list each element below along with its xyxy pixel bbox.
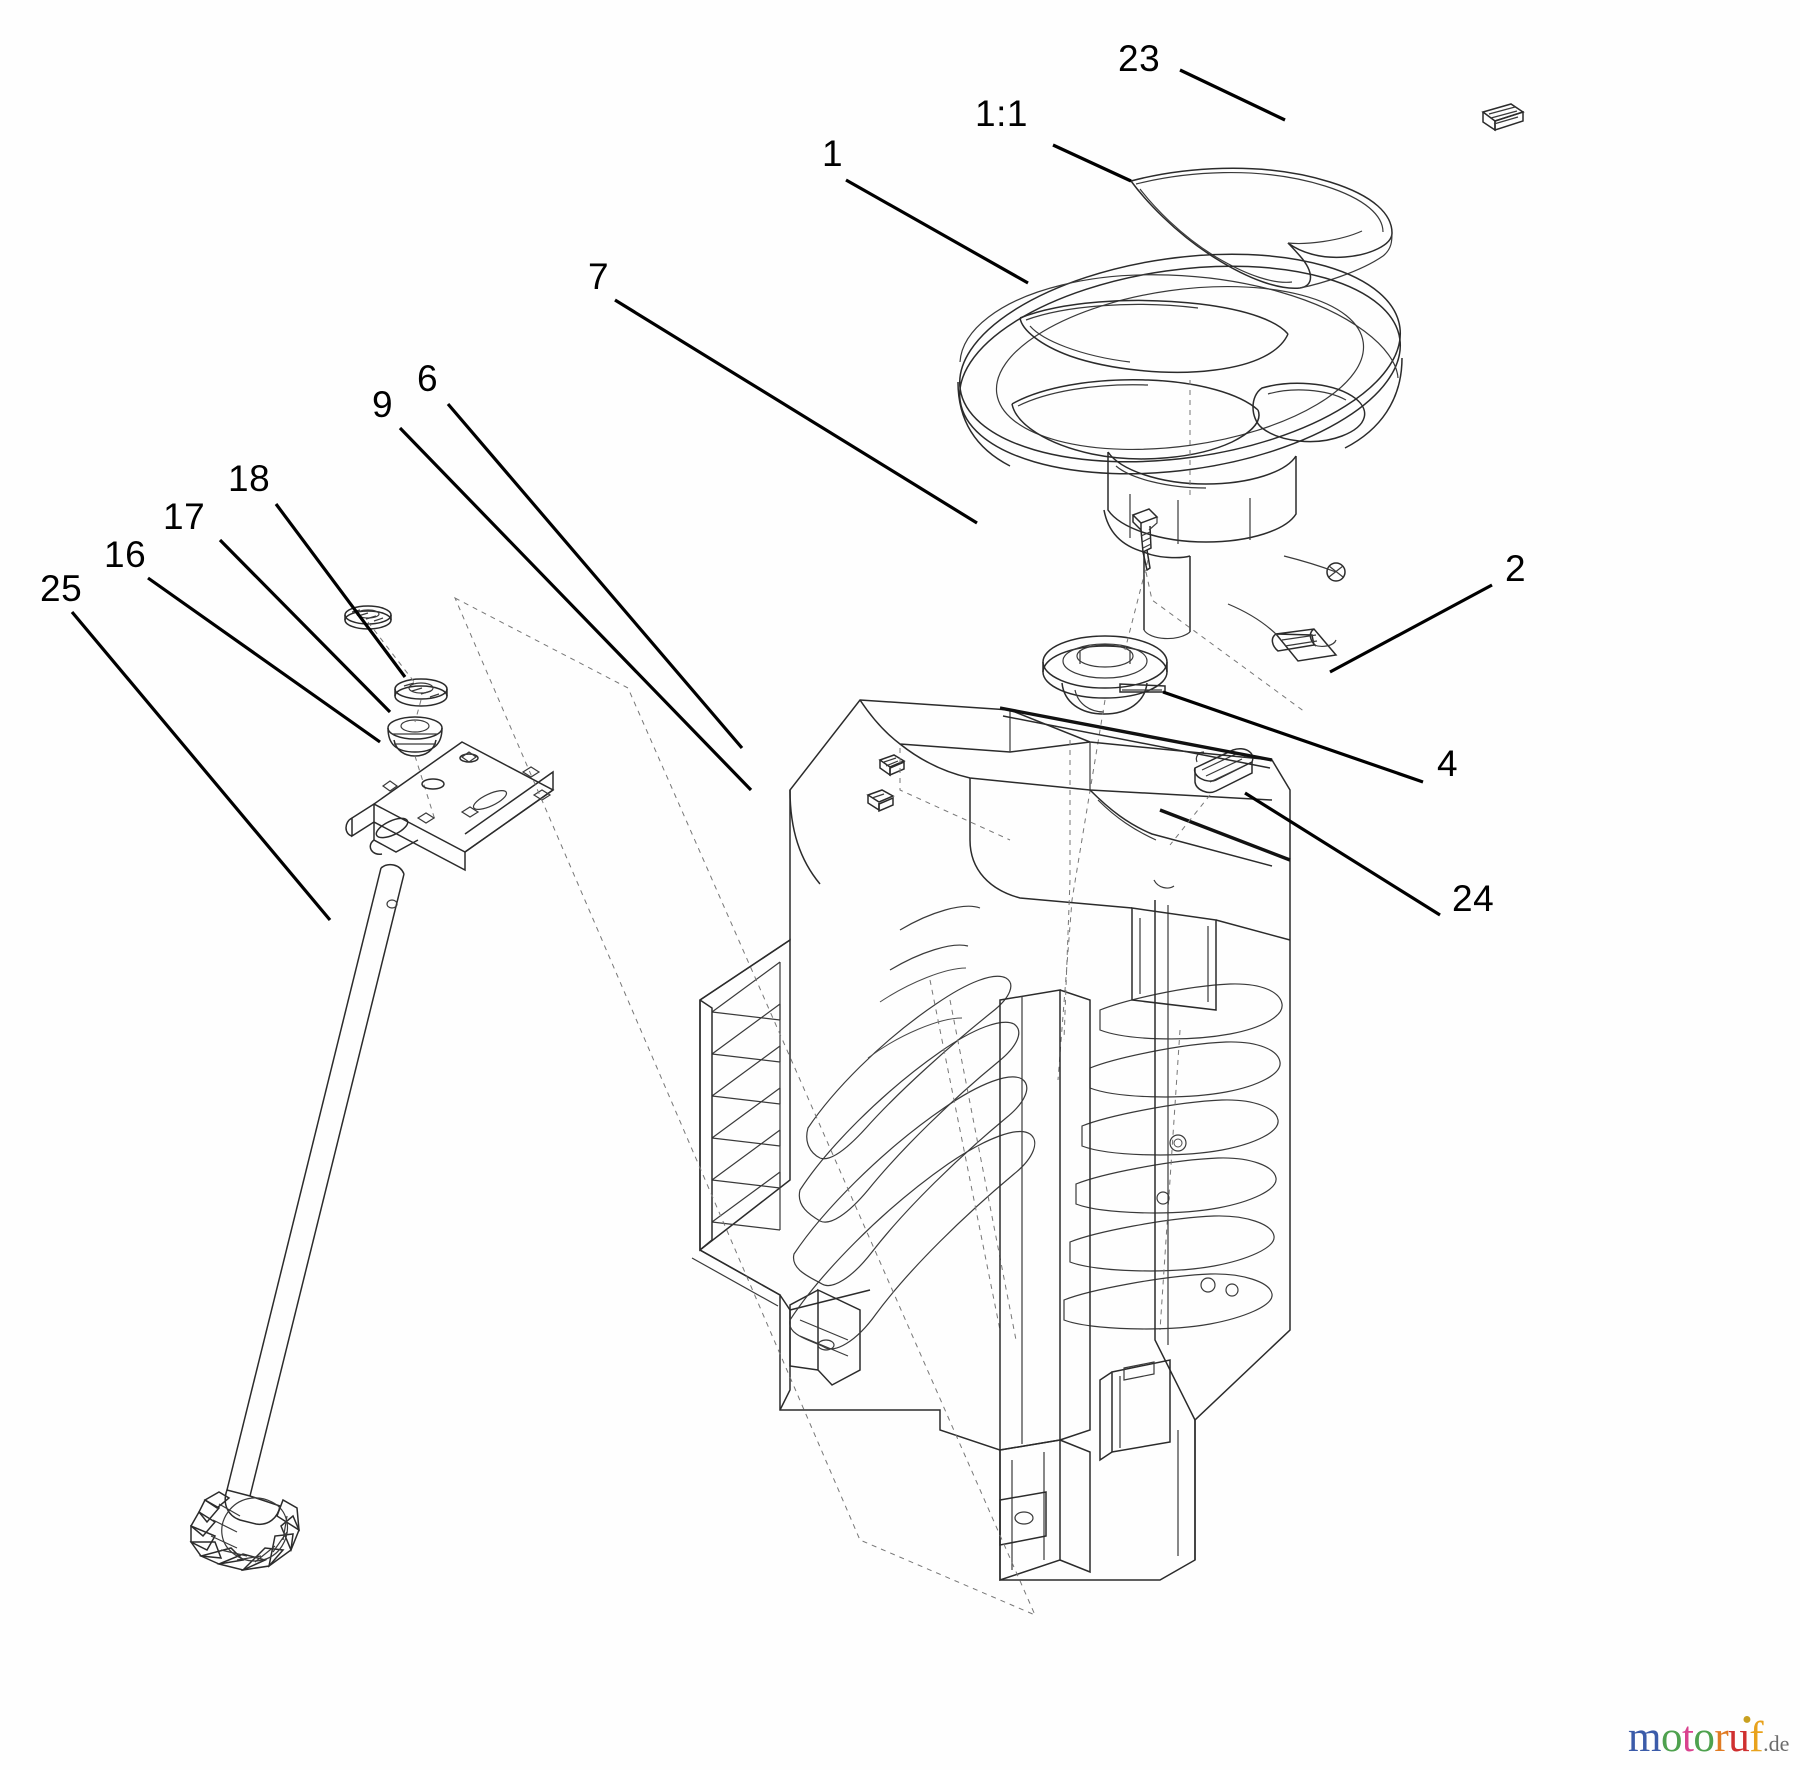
- watermark-suffix: .de: [1763, 1731, 1790, 1756]
- console-left-foot: [789, 1288, 861, 1386]
- screw-assembly-path: [1145, 571, 1306, 713]
- console-screw-bosses: [1153, 879, 1239, 1297]
- leader-2: [1329, 583, 1493, 674]
- callout-leader-lines: [70, 68, 1493, 922]
- motoruf-watermark: motoruf.de ●: [1628, 1712, 1790, 1761]
- console-texture-dots: [929, 979, 1181, 1341]
- centerline-lower: [1057, 699, 1106, 1081]
- leader-4: [1162, 690, 1424, 784]
- watermark-letter-t: t: [1681, 1714, 1694, 1761]
- callout-label-1: 1: [822, 133, 844, 174]
- console-hidden-axis: [1063, 740, 1071, 1041]
- part-23-clip: [1481, 103, 1525, 132]
- leader-7: [614, 298, 978, 525]
- watermark-letter-f: f: [1749, 1714, 1764, 1761]
- fastener-assembly-path: [899, 748, 1011, 841]
- leader-1: [845, 178, 1029, 285]
- part-1-steering-wheel: [957, 253, 1403, 544]
- callout-label-24: 24: [1452, 878, 1495, 919]
- callout-label-6: 6: [417, 358, 439, 399]
- reference-phantom-outline: [453, 596, 1036, 1616]
- part-2-roll-pin: [1227, 603, 1338, 662]
- leader-1-1: [1052, 143, 1132, 183]
- leader-25: [70, 610, 332, 922]
- part-7-screw: [1131, 508, 1159, 572]
- part-25-steering-shaft: [189, 863, 405, 1572]
- watermark-letter-u: u: [1728, 1714, 1750, 1761]
- callout-label-17: 17: [163, 496, 206, 537]
- console-mid-bracket: [1099, 1359, 1171, 1462]
- watermark-letter-r: r: [1714, 1714, 1729, 1761]
- part-6-nut: [878, 754, 906, 777]
- steering-mount-bracket: [345, 741, 555, 872]
- callout-label-2: 2: [1505, 548, 1527, 589]
- part-17-washer: [394, 678, 448, 707]
- console-left-louvers: [699, 938, 791, 1252]
- callout-label-9: 9: [372, 384, 394, 425]
- part-9-washer: [866, 789, 895, 813]
- console-center-slot-fan: [789, 905, 1036, 1350]
- callout-label-4: 4: [1437, 743, 1459, 784]
- part-4-flange-bearing: [1042, 635, 1168, 715]
- leader-17: [218, 538, 392, 714]
- watermark-letter-o2: o: [1693, 1714, 1715, 1761]
- console-right-foot: [999, 1439, 1091, 1582]
- watermark-letter-o1: o: [1660, 1714, 1683, 1761]
- console-right-louvers: [1063, 983, 1283, 1330]
- callout-label-18: 18: [228, 458, 271, 499]
- leader-23: [1179, 68, 1286, 122]
- callout-label-23: 23: [1118, 38, 1161, 79]
- console-tower-body: [691, 699, 1291, 1582]
- leader-24: [1244, 791, 1441, 917]
- watermark-accent-dot: ●: [1742, 1711, 1752, 1728]
- part-16-flange-bushing: [387, 716, 443, 757]
- washer-stack-line-1: [367, 621, 416, 684]
- leader-6: [446, 402, 744, 750]
- part-1-1-hub-cover: [1130, 167, 1393, 289]
- callout-label-7: 7: [588, 256, 610, 297]
- callout-label-25: 25: [40, 568, 83, 609]
- callout-label-1-1: 1:1: [975, 93, 1028, 134]
- leader-9: [398, 426, 753, 792]
- leader-18: [274, 503, 407, 678]
- callout-label-16: 16: [104, 534, 147, 575]
- leader-16: [147, 576, 381, 744]
- watermark-letter-m: m: [1628, 1714, 1661, 1761]
- spacer-to-console-line: [1169, 794, 1211, 846]
- washer-stack-line-2: [414, 699, 422, 723]
